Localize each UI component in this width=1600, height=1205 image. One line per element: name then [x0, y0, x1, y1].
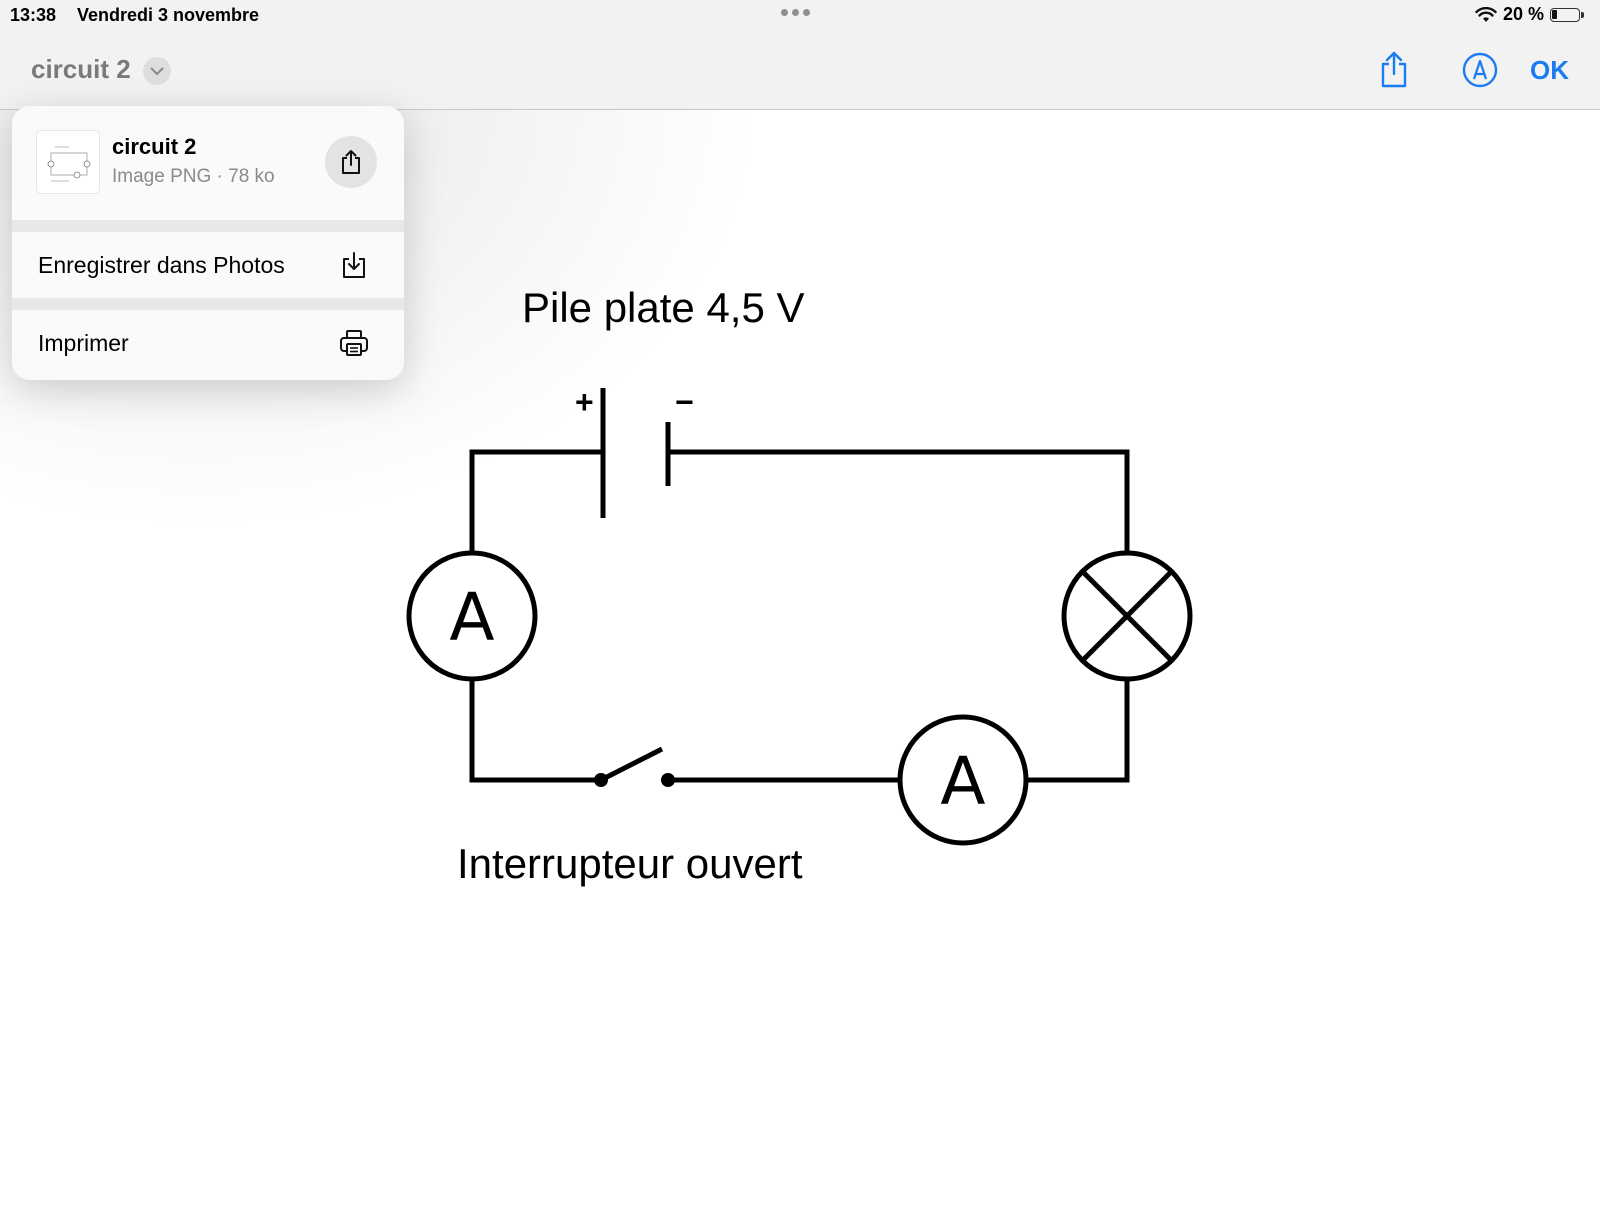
- file-options-popover: circuit 2 Image PNG · 78 ko Enregistrer …: [12, 106, 404, 380]
- status-right: 20 %: [1475, 4, 1584, 25]
- ammeter-left-label: A: [449, 579, 494, 656]
- share-icon: [342, 150, 360, 174]
- menu-item-label: Enregistrer dans Photos: [38, 252, 285, 278]
- file-thumbnail: [37, 131, 99, 193]
- popover-share-button[interactable]: [325, 136, 377, 188]
- circuit-wires: [469, 449, 1130, 783]
- navigation-bar: circuit 2 OK: [0, 30, 1600, 110]
- markup-pen-icon: [1462, 52, 1498, 88]
- file-name: circuit 2: [112, 134, 197, 159]
- battery-icon: [1550, 7, 1584, 22]
- menu-item-save-to-photos[interactable]: Enregistrer dans Photos: [12, 232, 404, 298]
- printer-icon: [337, 326, 371, 360]
- circuit-diagram: Pile plate 4,5 V + − A: [406, 284, 1193, 887]
- switch-label: Interrupteur ouvert: [457, 840, 803, 887]
- status-time: 13:38: [10, 5, 57, 25]
- diagram-title: Pile plate 4,5 V: [522, 284, 805, 331]
- title-menu-button[interactable]: [143, 57, 171, 85]
- ammeter-left: A: [406, 550, 538, 682]
- status-bar: 13:38 Vendredi 3 novembre 20 %: [0, 0, 1600, 30]
- ammeter-bottom-label: A: [940, 743, 985, 820]
- document-title[interactable]: circuit 2: [31, 54, 131, 84]
- battery-plus-sign: +: [575, 384, 594, 420]
- status-date: Vendredi 3 novembre: [77, 5, 260, 25]
- document-canvas[interactable]: Pile plate 4,5 V + − A: [0, 110, 1600, 1200]
- ok-button[interactable]: OK: [1530, 55, 1569, 85]
- battery-percent: 20 %: [1502, 4, 1544, 24]
- multitasking-dots-icon[interactable]: [781, 9, 810, 16]
- wifi-icon: [1475, 6, 1497, 22]
- save-download-icon: [337, 248, 371, 282]
- battery-symbol: [600, 388, 671, 518]
- markup-button[interactable]: [1460, 50, 1500, 90]
- chevron-down-icon: [150, 67, 164, 75]
- share-icon: [1381, 51, 1407, 88]
- menu-separator: [12, 220, 404, 232]
- open-switch-symbol: [594, 746, 675, 787]
- ammeter-bottom: A: [897, 714, 1029, 846]
- file-meta: Image PNG · 78 ko: [112, 166, 275, 187]
- share-button[interactable]: [1374, 50, 1414, 90]
- lamp-symbol: [1061, 550, 1193, 682]
- battery-minus-sign: −: [675, 384, 694, 420]
- menu-item-print[interactable]: Imprimer: [12, 310, 404, 380]
- menu-separator: [12, 298, 404, 310]
- menu-item-label: Imprimer: [38, 330, 129, 356]
- file-info-header: circuit 2 Image PNG · 78 ko: [12, 106, 404, 220]
